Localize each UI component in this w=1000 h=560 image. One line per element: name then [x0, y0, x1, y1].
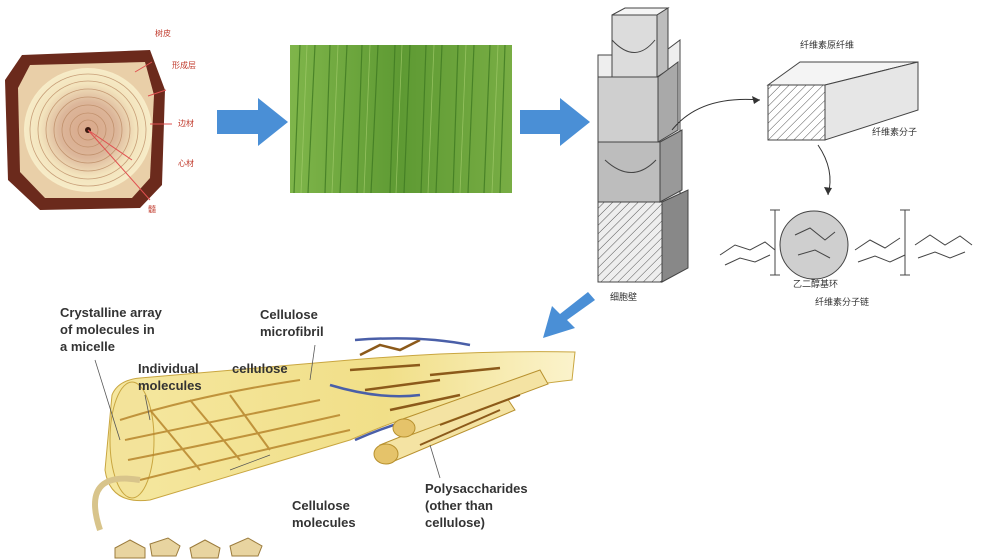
- label-molecules-2: molecules: [292, 515, 356, 530]
- pointer-arrow-icon: [671, 98, 761, 131]
- label-poly-1: Polysaccharides: [425, 481, 528, 496]
- label-poly-2: (other than: [425, 498, 493, 513]
- label-molecules-1: Cellulose: [292, 498, 350, 513]
- trunk-label-bark: 树皮: [155, 28, 171, 38]
- trunk-label-cambium: 形成层: [172, 60, 196, 70]
- microfibril-box: [766, 61, 919, 141]
- microfibril-illustration: [92, 337, 576, 559]
- label-individual-2: molecules: [138, 378, 202, 393]
- label-individual-1: Individual: [138, 361, 199, 376]
- label-crystalline-2: of molecules in: [60, 322, 155, 337]
- trunk-label-heartwood: 心材: [178, 158, 194, 168]
- fiber-micrograph: [290, 44, 512, 194]
- trunk-label-sapwood: 边材: [178, 118, 194, 128]
- label-molecular-chain: 纤维素分子链: [815, 296, 869, 308]
- label-cellulose-word: cellulose: [232, 361, 288, 376]
- label-crystalline-3: a micelle: [60, 339, 115, 354]
- label-cellulose-molecule: 纤维素分子: [872, 126, 917, 138]
- label-microfibril-2: microfibril: [260, 324, 324, 339]
- label-poly-3: cellulose): [425, 515, 485, 530]
- label-crystalline-1: Crystalline array: [60, 305, 163, 320]
- label-microfibril-1: Cellulose: [260, 307, 318, 322]
- label-fiber-bundle: 纤维素原纤维: [800, 39, 854, 51]
- trunk-label-pith: 髓: [148, 204, 156, 214]
- trunk-cross-section: 树皮 形成层 边材 心材 髓: [5, 28, 196, 214]
- molecular-chain: [719, 209, 973, 280]
- arrow-down-left-icon: [543, 292, 595, 338]
- label-glucose-unit: 乙二醇基环: [793, 278, 838, 290]
- cell-wall-block: [597, 7, 689, 283]
- arrow-right-icon: [217, 98, 288, 146]
- arrow-right-icon: [520, 98, 590, 146]
- label-cell-wall: 细胞壁: [610, 291, 637, 303]
